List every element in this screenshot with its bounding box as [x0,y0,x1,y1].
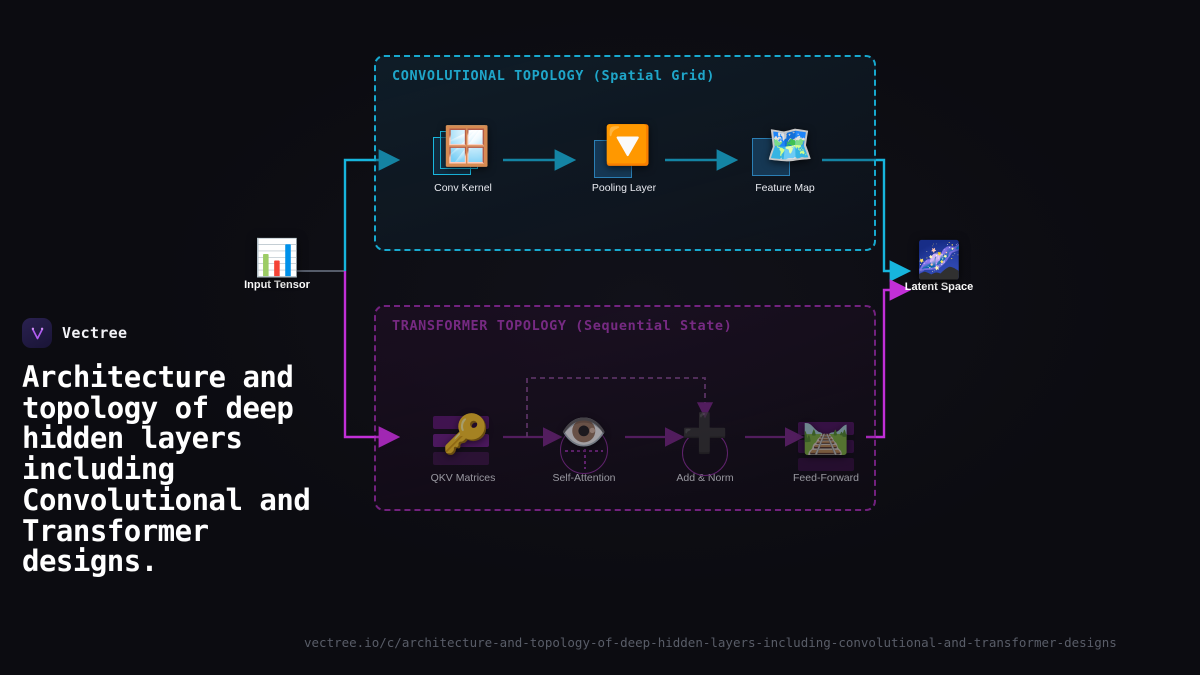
node-qkv-matrices[interactable]: 🔑 QKV Matrices [411,408,515,484]
node-art: 🪟 [411,118,515,180]
node-art: 👁️ [532,408,636,474]
bar-chart-icon: 📊 [254,237,300,278]
endpoint-label: Latent Space [904,281,974,293]
node-pooling-layer[interactable]: 🔽 Pooling Layer [572,118,676,194]
node-label: Conv Kernel [434,182,492,194]
key-icon: 🔑 [442,414,490,456]
node-self-attention[interactable]: 👁️ Self-Attention [532,408,636,484]
transformer-wire-group [503,377,805,447]
node-label: Add & Norm [676,472,734,484]
plus-cross-icon: ➕ [681,413,729,455]
node-add-and-norm[interactable]: ➕ Add & Norm [653,408,757,484]
node-label: Pooling Layer [591,182,657,194]
node-art: ➕ [653,408,757,476]
world-map-icon: 🗺️ [766,125,814,167]
window-grid-icon: 🪟 [443,126,491,168]
node-label: QKV Matrices [430,472,496,484]
down-triangle-icon: 🔽 [604,125,652,167]
endpoint-input-tensor[interactable]: 📊 Input Tensor [222,237,332,292]
node-label: Feature Map [755,182,815,194]
node-conv-kernel[interactable]: 🪟 Conv Kernel [411,118,515,194]
pooling-square-shape [594,140,632,178]
wire-cnn-to-latent [822,158,912,282]
node-art: 🛤️ [774,408,878,471]
wire-residual-skip [526,377,714,437]
wire-input-to-transformer [343,271,401,448]
featuremap-square-shape [752,138,790,176]
panel-title-cnn: CONVOLUTIONAL TOPOLOGY (Spatial Grid) [392,68,715,84]
kernel-stack-shape [433,121,493,177]
milky-way-icon: 🌌 [916,239,962,280]
brand-row: Vectree [22,318,352,348]
page-title: Architecture and topology of deep hidden… [22,360,311,579]
eye-icon: 👁️ [560,412,608,454]
endpoint-label: Input Tensor [244,279,310,291]
panel-transformer-topology: TRANSFORMER TOPOLOGY (Sequential State) [374,305,876,511]
brand-logo-badge [22,318,52,348]
attention-ring-shape [560,426,608,474]
brand-name: Vectree [62,324,128,342]
node-feature-map[interactable]: 🗺️ Feature Map [733,118,837,194]
node-art: 🗺️ [733,118,837,180]
node-art: 🔽 [572,118,676,180]
qkv-bars-shape [433,416,489,466]
node-label: Self-Attention [552,472,616,484]
node-art: 🔑 [411,408,515,470]
railway-track-icon: 🛤️ [802,414,850,456]
wire-input-to-cnn [343,149,401,271]
feedforward-bars-shape [798,422,854,471]
addnorm-ring-shape [682,430,728,476]
panel-title-transformer: TRANSFORMER TOPOLOGY (Sequential State) [392,318,733,334]
endpoint-latent-space[interactable]: 🌌 Latent Space [884,239,994,294]
node-label: Feed-Forward [793,472,859,484]
caption-block: Vectree Architecture and topology of dee… [22,318,352,577]
source-url: vectree.io/c/architecture-and-topology-o… [304,635,1117,650]
vectree-v-tree-icon [31,327,43,339]
node-feed-forward[interactable]: 🛤️ Feed-Forward [774,408,878,484]
